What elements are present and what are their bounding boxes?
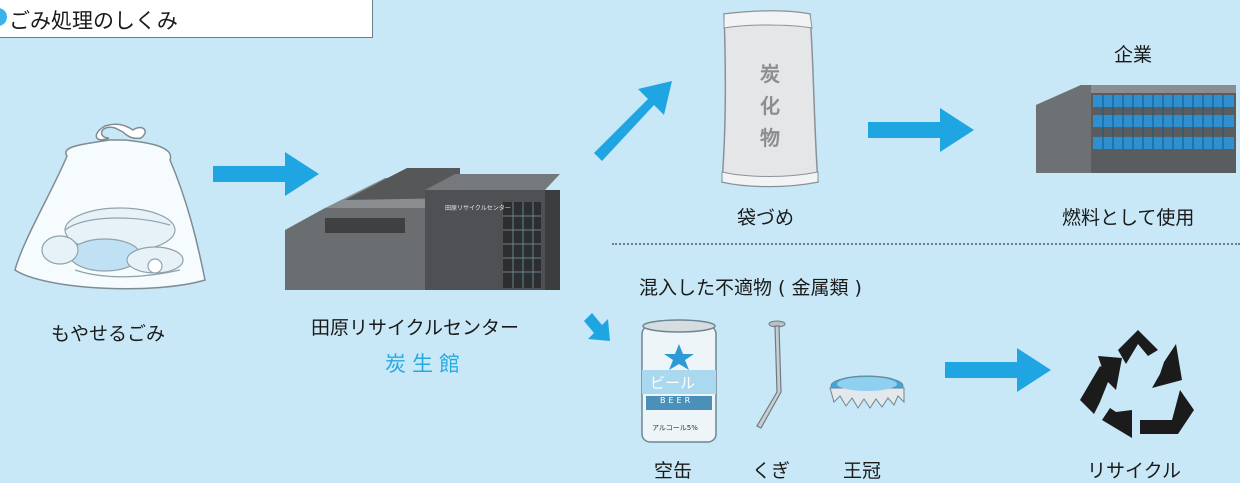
recycle-label: リサイクル (1087, 460, 1182, 482)
aluminum-can-icon (641, 319, 717, 443)
building-sign: 田原リサイクルセンター (445, 204, 511, 212)
recycling-center-building-icon: 田原リサイクルセンター (285, 168, 560, 290)
carbide-bag-icon (721, 10, 819, 188)
arrow-right-icon (868, 108, 974, 152)
recycling-center-label: 田原リサイクルセンター (311, 317, 520, 339)
company-building-icon (1036, 85, 1236, 173)
arrow-right-icon (213, 152, 319, 196)
arrow-down-right-icon (584, 313, 610, 341)
can-label: 空缶 (654, 460, 693, 482)
bag-text-3: 物 (760, 126, 780, 150)
garbage-bag-icon (14, 123, 206, 290)
can-alcohol-text: アルコール5% (652, 424, 698, 432)
arrow-up-right-icon (594, 81, 672, 161)
can-beer-en-text: BEER (660, 396, 694, 405)
page-title: ごみ処理のしくみ (9, 9, 178, 33)
company-label: 企業 (1114, 44, 1153, 66)
nail-icon (756, 320, 786, 429)
bagging-label: 袋づめ (737, 207, 795, 229)
arrow-right-icon (945, 348, 1051, 392)
burnable-garbage-label: もやせるごみ (51, 323, 166, 345)
bottle-cap-label: 王冠 (843, 460, 882, 482)
mixed-metals-label: 混入した不適物 ( 金属類 ) (639, 277, 862, 299)
bag-text-2: 化 (760, 94, 780, 118)
nail-label: くぎ (752, 460, 791, 482)
center-subname-label: 炭生館 (385, 352, 466, 376)
title-bullet-icon (0, 8, 7, 26)
bag-text-1: 炭 (760, 62, 780, 86)
recycle-symbol-icon (1080, 330, 1194, 438)
fuel-use-label: 燃料として使用 (1062, 207, 1195, 229)
bottle-cap-icon (829, 375, 905, 409)
section-divider (612, 243, 1240, 245)
can-beer-text: ビール (650, 374, 696, 392)
title-box: ごみ処理のしくみ (0, 0, 373, 38)
